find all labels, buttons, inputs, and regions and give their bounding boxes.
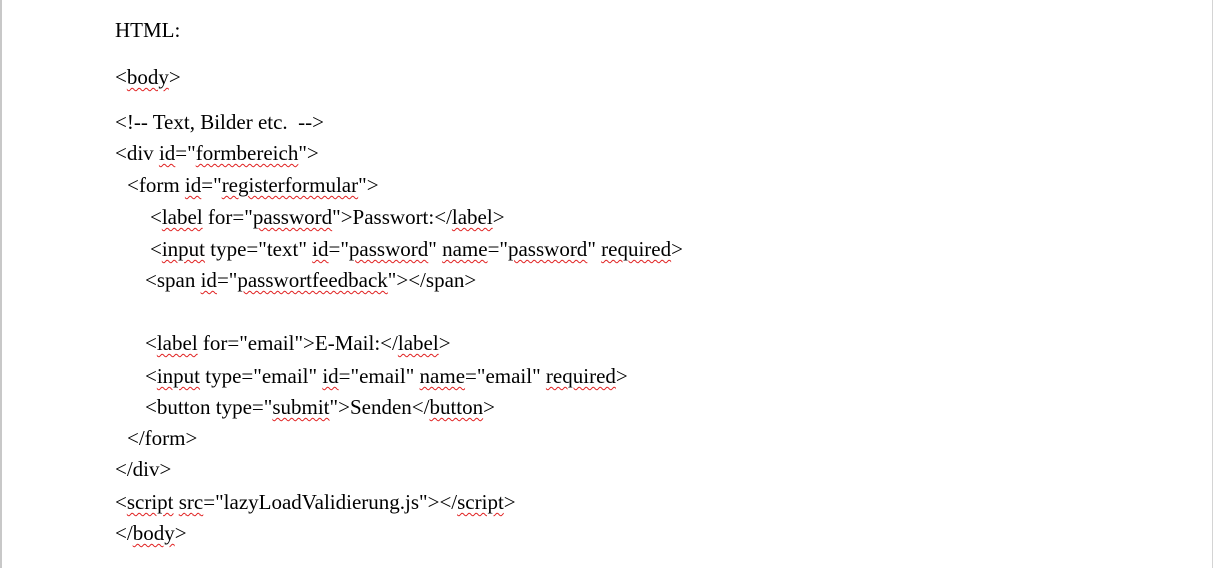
spellcheck-flagged-word: password <box>507 237 588 261</box>
code-text: > <box>503 490 516 514</box>
code-text: > <box>483 395 495 419</box>
spellcheck-flagged-word: label <box>451 205 493 229</box>
spellcheck-flagged-word: submit <box>272 395 330 419</box>
spellcheck-flagged-word: name <box>442 237 488 261</box>
spellcheck-flagged-word: body <box>132 521 175 545</box>
code-text: < <box>150 205 162 229</box>
code-text: =" <box>201 173 222 197</box>
code-text: =" <box>175 141 196 165</box>
code-line: <!-- Text, Bilder etc. --> <box>115 110 324 134</box>
code-text: "> <box>298 141 319 165</box>
spellcheck-flagged-word: id <box>200 268 217 292</box>
spellcheck-flagged-word: id <box>312 237 329 261</box>
page-edge-left <box>0 0 2 568</box>
spellcheck-flagged-word: src <box>178 490 204 514</box>
code-text: ="email" <box>465 364 546 388</box>
spellcheck-flagged-word: password <box>252 205 333 229</box>
code-text: =" <box>487 237 508 261</box>
code-text: </ <box>115 521 133 545</box>
code-line: <input type="email" id="email" name="ema… <box>145 364 628 388</box>
code-text: ">Senden</ <box>329 395 430 419</box>
code-text: </div> <box>115 457 172 481</box>
code-text: < <box>145 331 157 355</box>
code-line: <input type="text" id="password" name="p… <box>150 237 683 261</box>
code-text: < <box>115 65 127 89</box>
spellcheck-flagged-word: label <box>397 331 439 355</box>
code-text: for="email">E-Mail:</ <box>197 331 398 355</box>
code-text: > <box>615 364 628 388</box>
code-text: < <box>115 490 127 514</box>
spellcheck-flagged-word: required <box>545 364 616 388</box>
code-text: < <box>150 237 162 261</box>
code-line: <button type="submit">Senden</button> <box>145 395 495 419</box>
code-text: <span <box>145 268 201 292</box>
spellcheck-flagged-word: registerformular <box>221 173 359 197</box>
code-text: <form <box>127 173 185 197</box>
code-line: <label for="password">Passwort:</label> <box>150 205 505 229</box>
code-line: <form id="registerformular"> <box>127 173 379 197</box>
spellcheck-flagged-word: passwortfeedback <box>237 268 388 292</box>
code-text: HTML: <box>115 18 181 42</box>
spellcheck-flagged-word: script <box>126 490 174 514</box>
code-text: =" <box>216 268 238 292</box>
code-text: < <box>145 364 157 388</box>
code-text: ="lazyLoadValidierung.js"></ <box>203 490 458 514</box>
spellcheck-flagged-word: formbereich <box>195 141 299 165</box>
code-line: <span id="passwortfeedback"></span> <box>145 268 476 292</box>
code-text: " <box>428 237 443 261</box>
spellcheck-flagged-word: button <box>429 395 484 419</box>
code-text: > <box>671 237 683 261</box>
code-line: <div id="formbereich"> <box>115 141 319 165</box>
code-text: " <box>587 237 602 261</box>
code-text: "> <box>358 173 379 197</box>
code-text: "></span> <box>387 268 477 292</box>
code-text: > <box>174 521 187 545</box>
code-line: HTML: <box>115 18 180 42</box>
code-text: ">Passwort:</ <box>332 205 452 229</box>
spellcheck-flagged-word: script <box>457 490 504 514</box>
spellcheck-flagged-word: required <box>601 237 672 261</box>
code-line: </form> <box>127 426 197 450</box>
page-edge-right <box>1212 0 1213 568</box>
spellcheck-flagged-word: id <box>184 173 202 197</box>
code-line: <body> <box>115 65 181 89</box>
code-text: <div <box>115 141 159 165</box>
code-line: </div> <box>115 457 171 481</box>
spellcheck-flagged-word: input <box>156 364 201 388</box>
code-text: <button type=" <box>145 395 273 419</box>
code-text: > <box>168 65 181 89</box>
spellcheck-flagged-word: password <box>348 237 429 261</box>
spellcheck-flagged-word: body <box>126 65 169 89</box>
spellcheck-flagged-word: name <box>419 364 466 388</box>
code-line: <label for="email">E-Mail:</label> <box>145 331 451 355</box>
code-line: <script src="lazyLoadValidierung.js"></s… <box>115 490 516 514</box>
code-text: ="email" <box>338 364 420 388</box>
code-text: </form> <box>127 426 198 450</box>
code-text: <!-- Text, Bilder etc. --> <box>115 110 325 134</box>
code-text: type="text" <box>205 237 313 261</box>
spellcheck-flagged-word: id <box>158 141 176 165</box>
spellcheck-flagged-word: input <box>161 237 206 261</box>
code-text: > <box>492 205 505 229</box>
code-line: </body> <box>115 521 187 545</box>
code-text: > <box>438 331 451 355</box>
code-text: type="email" <box>200 364 323 388</box>
spellcheck-flagged-word: label <box>161 205 203 229</box>
spellcheck-flagged-word: id <box>322 364 339 388</box>
spellcheck-flagged-word: label <box>156 331 198 355</box>
code-text: for=" <box>202 205 253 229</box>
code-text: =" <box>328 237 349 261</box>
